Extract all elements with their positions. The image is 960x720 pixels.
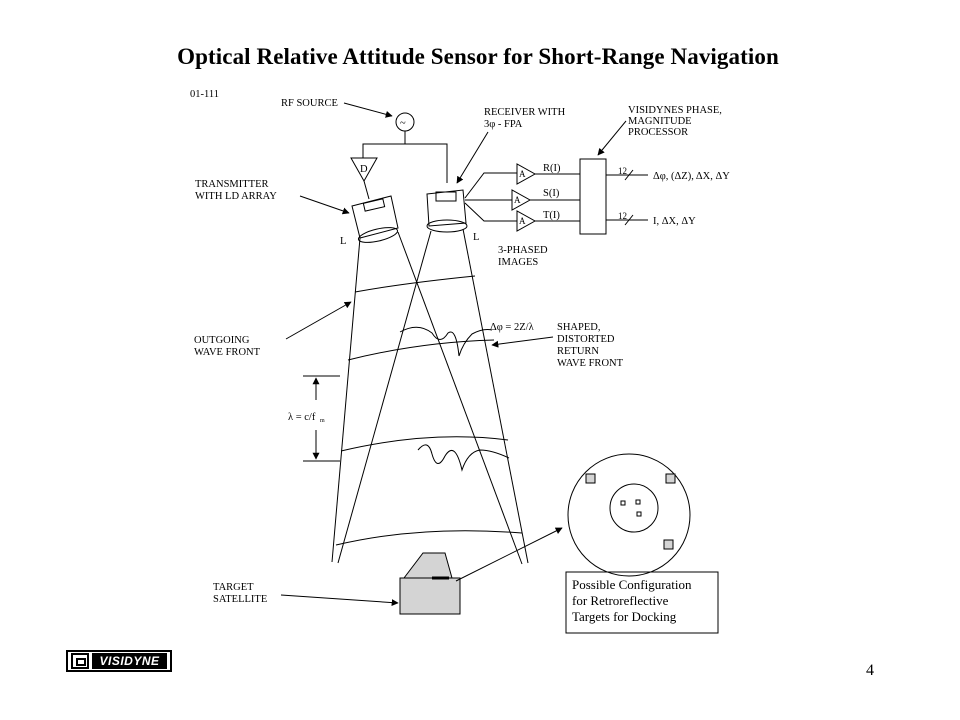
transmitter-label-line2: WITH LD ARRAY bbox=[195, 191, 277, 202]
transmitter-body bbox=[351, 195, 399, 239]
outgoing-arrow bbox=[285, 301, 352, 340]
wave-front-2 bbox=[347, 339, 495, 361]
shaped-label-line1: SHAPED, bbox=[557, 322, 600, 333]
return-beam-right bbox=[462, 228, 529, 564]
shaped-label-line3: RETURN bbox=[557, 346, 599, 357]
page-title: Optical Relative Attitude Sensor for Sho… bbox=[177, 44, 779, 69]
wave-front-1 bbox=[354, 275, 476, 293]
rf-wire-left bbox=[362, 131, 406, 158]
retroreflector-inner-3 bbox=[636, 511, 642, 517]
retroreflector-inner-1 bbox=[620, 500, 626, 506]
signal-s-label: S(I) bbox=[543, 188, 560, 199]
logo-text: VISIDYNE bbox=[92, 653, 167, 669]
receiver-lens-label: L bbox=[473, 232, 479, 243]
transmitter-label-line1: TRANSMITTER bbox=[195, 179, 269, 190]
processor-label-line3: PROCESSOR bbox=[628, 127, 688, 138]
config-caption-box bbox=[565, 571, 719, 634]
rf-source-tilde: ~ bbox=[400, 118, 406, 129]
shaped-label-line4: WAVE FRONT bbox=[557, 358, 624, 369]
retroreflector-1 bbox=[585, 473, 596, 484]
phase-equation: Δφ = 2Z/λ bbox=[490, 322, 535, 333]
outgoing-beam-left bbox=[331, 237, 361, 563]
driver-wire bbox=[363, 180, 370, 200]
output-2-label: I, ΔX, ΔY bbox=[653, 216, 696, 227]
wave-front-4 bbox=[335, 530, 523, 546]
outgoing-label-line1: OUTGOING bbox=[194, 335, 250, 346]
rf-wire-right bbox=[405, 143, 448, 183]
page-number: 4 bbox=[866, 662, 874, 679]
amplifier-s-label: A bbox=[514, 195, 521, 205]
wavelength-subscript: m bbox=[320, 418, 325, 424]
wire-r bbox=[464, 172, 517, 199]
output-1-label: Δφ, (ΔZ), ΔX, ΔY bbox=[653, 171, 730, 182]
logo-mark-icon bbox=[71, 653, 89, 669]
wavelength-equation: λ = c/f bbox=[288, 412, 316, 423]
visidyne-logo: VISIDYNE bbox=[66, 650, 172, 672]
receiver-body bbox=[426, 189, 467, 227]
return-wave-front-1 bbox=[399, 326, 493, 357]
bus-width-1: 12 bbox=[618, 166, 627, 176]
receiver-lens bbox=[426, 219, 468, 233]
rf-source-arrow bbox=[343, 102, 393, 118]
doc-id: 01-111 bbox=[190, 89, 219, 100]
processor-label-line1: VISIDYNES PHASE, bbox=[628, 105, 722, 116]
shaped-label-line2: DISTORTED bbox=[557, 334, 615, 345]
three-phased-label-line2: IMAGES bbox=[498, 257, 538, 268]
transmitter-lens bbox=[357, 227, 399, 243]
transmitter-arrow bbox=[299, 195, 350, 215]
processor-label-line2: MAGNITUDE bbox=[628, 116, 692, 127]
target-satellite-dome bbox=[402, 552, 453, 579]
return-beam-left bbox=[337, 230, 432, 564]
retroreflector-inner-2 bbox=[635, 499, 641, 505]
three-phased-label-line1: 3-PHASED bbox=[498, 245, 548, 256]
signal-t-label: T(I) bbox=[543, 210, 560, 221]
bus-slash-1 bbox=[624, 169, 634, 181]
target-satellite-body bbox=[399, 577, 461, 615]
wave-front-3 bbox=[340, 436, 509, 452]
target-label-line1: TARGET bbox=[213, 582, 254, 593]
amplifier-t-label: A bbox=[519, 216, 526, 226]
amplifier-t bbox=[516, 210, 537, 232]
outgoing-label-line2: WAVE FRONT bbox=[194, 347, 261, 358]
return-wave-front-2 bbox=[417, 444, 510, 472]
driver-label: D bbox=[360, 164, 368, 175]
transmitter-lens-label: L bbox=[340, 236, 346, 247]
signal-r-label: R(I) bbox=[543, 163, 561, 174]
receiver-arrow bbox=[456, 131, 489, 184]
retroreflector-3 bbox=[663, 539, 674, 550]
docking-config-arrow bbox=[455, 527, 563, 582]
rf-source-label: RF SOURCE bbox=[281, 98, 338, 109]
config-caption-line3: Targets for Docking bbox=[572, 609, 677, 624]
bus-slash-2 bbox=[624, 214, 634, 226]
amplifier-s bbox=[511, 189, 532, 211]
bus-width-2: 12 bbox=[618, 211, 627, 221]
outgoing-beam-right bbox=[397, 231, 523, 565]
docking-target-inner-circle bbox=[609, 483, 659, 533]
processor-box bbox=[579, 158, 607, 235]
receiver-label-line1: RECEIVER WITH bbox=[484, 107, 566, 118]
retroreflector-2 bbox=[665, 473, 676, 484]
shaped-arrow bbox=[491, 336, 554, 348]
amplifier-r-label: A bbox=[519, 169, 526, 179]
target-arrow bbox=[280, 594, 399, 607]
transmitter-array bbox=[362, 198, 386, 212]
receiver-label-line2: 3φ - FPA bbox=[484, 119, 523, 130]
processor-arrow bbox=[597, 120, 627, 156]
receiver-fpa bbox=[435, 191, 457, 202]
config-caption-line2: for Retroreflective bbox=[572, 593, 669, 608]
amplifier-r bbox=[516, 163, 537, 185]
config-caption-line1: Possible Configuration bbox=[572, 577, 692, 592]
driver-triangle bbox=[350, 157, 378, 183]
target-label-line2: SATELLITE bbox=[213, 594, 267, 605]
wire-t bbox=[464, 202, 517, 222]
docking-target-outer-circle bbox=[567, 453, 691, 577]
